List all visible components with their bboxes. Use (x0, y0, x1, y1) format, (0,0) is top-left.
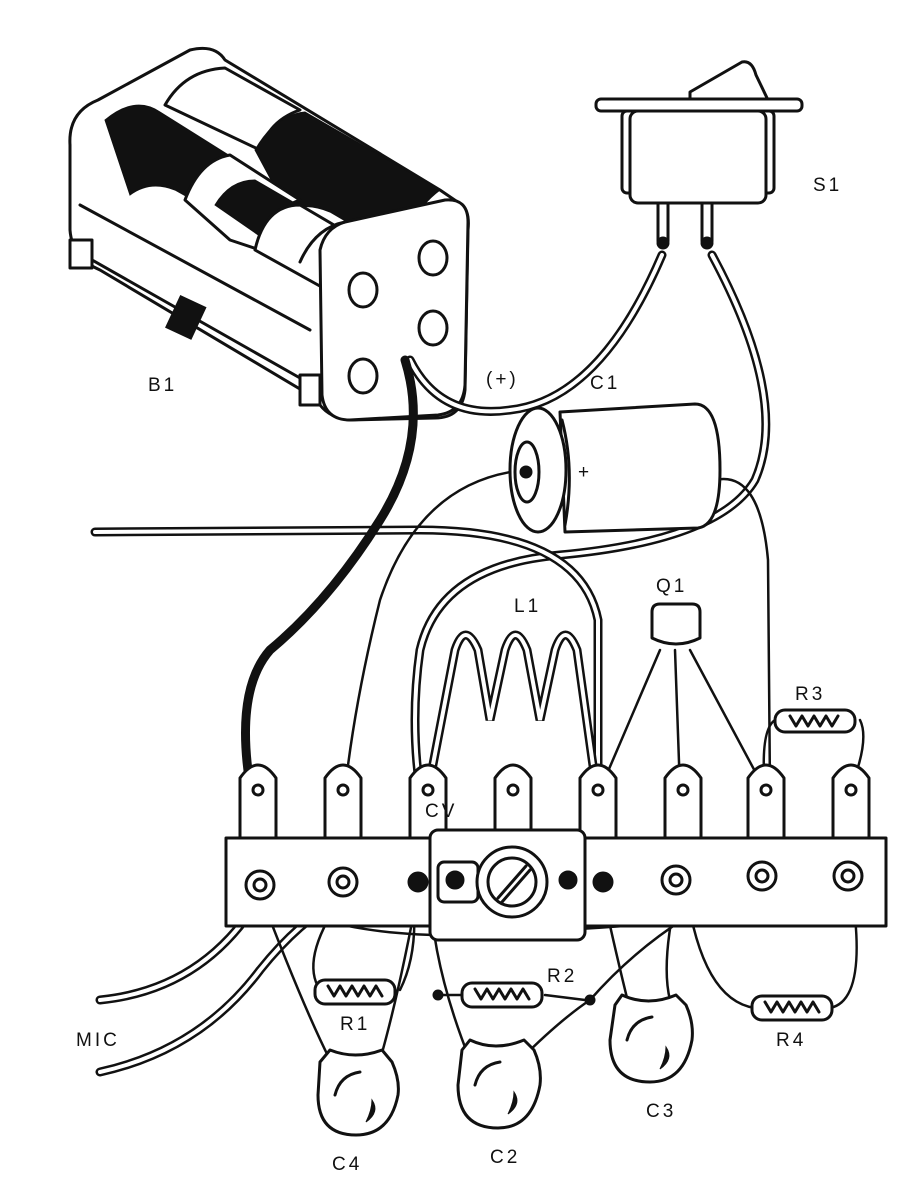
battery-holder-b1 (68, 46, 470, 422)
label-s1: S1 (813, 175, 842, 196)
label-r3: R3 (795, 684, 825, 705)
resistor-r4 (750, 994, 834, 1022)
capacitor-c3 (608, 993, 694, 1084)
label-r1: R1 (340, 1014, 370, 1035)
capacitor-c2 (456, 1038, 542, 1130)
terminal-lugs (238, 763, 871, 842)
inductor-l1 (425, 630, 600, 785)
label-positive: (+) (486, 369, 519, 390)
capacitor-c4 (316, 1048, 400, 1137)
label-c3: C3 (646, 1101, 676, 1122)
label-c1: C1 (590, 373, 620, 394)
transistor-q1 (650, 602, 702, 646)
label-mic: MIC (76, 1030, 120, 1051)
terminal-strip (224, 763, 888, 942)
label-c4: C4 (332, 1154, 362, 1175)
label-b1: B1 (148, 375, 177, 396)
label-r4: R4 (776, 1030, 806, 1051)
strip-rivets (244, 860, 864, 901)
label-q1: Q1 (656, 576, 687, 597)
label-r2: R2 (547, 966, 577, 987)
c1-polarity-mark: + (578, 462, 592, 483)
rocker-switch-s1 (594, 60, 804, 250)
resistor-r1 (313, 978, 397, 1006)
label-cv: CV (425, 801, 457, 822)
resistor-r3 (773, 708, 857, 734)
resistor-r2 (432, 981, 596, 1009)
label-l1: L1 (514, 596, 541, 617)
label-c2: C2 (490, 1147, 520, 1168)
capacitor-c1 (508, 402, 722, 534)
trimmer-cv (428, 828, 587, 942)
